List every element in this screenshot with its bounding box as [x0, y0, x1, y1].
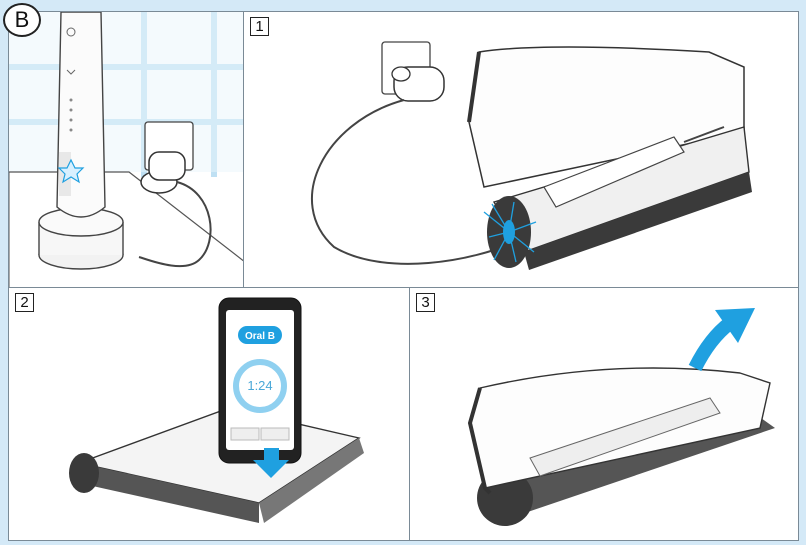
step-number: 2 — [15, 293, 34, 312]
panel-charging-stand — [8, 11, 244, 288]
phone-holder-illustration: Oral B 1:24 — [69, 297, 364, 523]
charging-stand-illustration — [9, 12, 243, 287]
travel-case-charging-illustration — [310, 41, 752, 270]
section-badge: B — [3, 3, 41, 37]
arrow-icon — [253, 448, 289, 478]
mode-icon — [69, 98, 73, 132]
panel-step-3: 3 — [409, 287, 799, 541]
power-icon — [66, 27, 76, 37]
app-timer: 1:24 — [247, 378, 272, 393]
step-number: 3 — [416, 293, 435, 312]
panel-step-2: 2 Oral B 1:24 — [8, 287, 410, 541]
app-brand: Oral B — [245, 331, 275, 342]
sparkle-icon — [57, 158, 85, 184]
step-number: 1 — [250, 17, 269, 36]
chevron-down-icon — [66, 69, 76, 75]
closing-case-illustration — [467, 308, 775, 526]
arrow-icon — [688, 308, 755, 372]
panel-step-1: 1 — [243, 11, 799, 288]
